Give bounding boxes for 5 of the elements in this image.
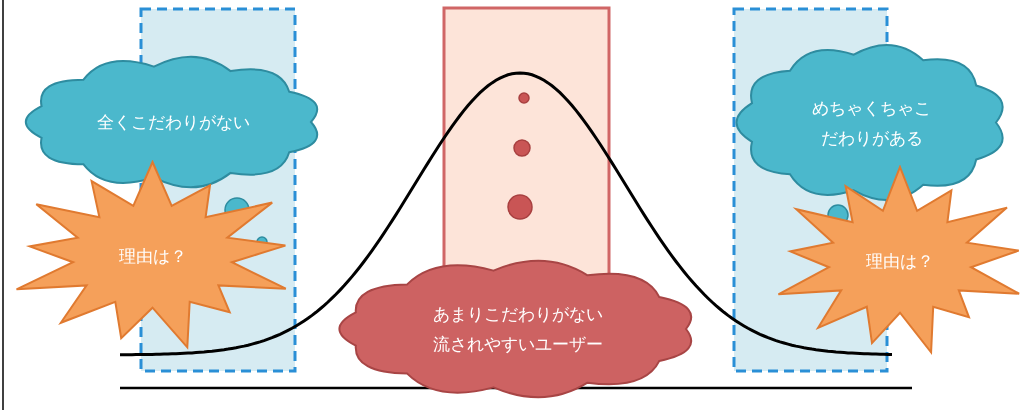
cloud-text: めちゃくちゃこだわりがある <box>811 96 932 150</box>
burst-text: 理由は？ <box>118 245 187 268</box>
cloud-text: 全くこだわりがない <box>97 111 250 134</box>
burst-text: 理由は？ <box>866 250 934 273</box>
cloud-text: あまりこだわりがない流されやすいユーザー <box>431 303 604 356</box>
